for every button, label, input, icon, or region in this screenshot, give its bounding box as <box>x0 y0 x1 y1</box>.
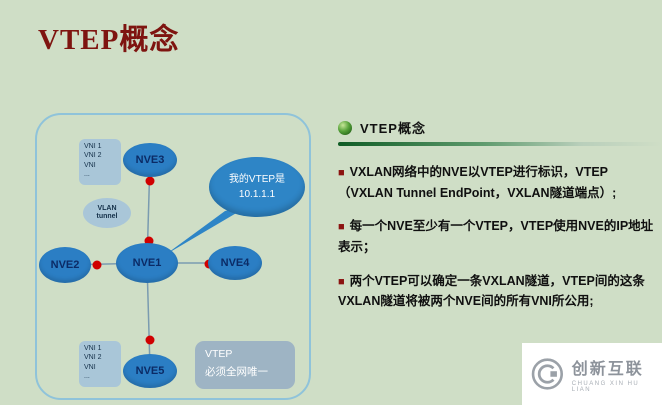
watermark-subtitle: CHUANG XIN HU LIAN <box>571 381 640 393</box>
callout-line: 10.1.1.1 <box>238 189 276 200</box>
vtep-dot <box>92 260 102 270</box>
bullet-text: VXLAN网络中的NVE以VTEP进行标识，VTEP（VXLAN Tunnel … <box>338 165 617 200</box>
green-sphere-icon <box>338 120 352 135</box>
vni-line: VNI 2 <box>84 152 102 160</box>
node-nve5: NVE5 <box>123 354 177 388</box>
content-panel: VTEP概念 ■VXLAN网络中的NVE以VTEP进行标识，VTEP（VXLAN… <box>338 118 662 325</box>
page-title: VTEP概念 <box>38 24 180 56</box>
watermark-brand: 创新互联 <box>571 361 644 378</box>
bullet-square-icon: ■ <box>338 167 345 179</box>
node-nve3: NVE3 <box>123 143 177 177</box>
node-nve4: NVE4 <box>208 246 262 280</box>
vni-list-bottom: VNI 1 VNI 2 VNI ... <box>79 341 121 387</box>
vni-list-top: VNI 1 VNI 2 VNI ... <box>79 139 121 185</box>
vtep-callout-bubble: 我的VTEP是 10.1.1.1 <box>209 157 305 217</box>
watermark: 创新互联 CHUANG XIN HU LIAN <box>522 343 662 405</box>
note-line: 必须全网唯一 <box>205 365 268 378</box>
callout-tail <box>165 205 250 255</box>
vtep-dot <box>145 335 155 345</box>
note-line: VTEP <box>205 348 233 360</box>
vni-line: VNI 1 <box>84 143 102 150</box>
vni-line: VNI <box>84 161 96 169</box>
bullet-item: ■VXLAN网络中的NVE以VTEP进行标识，VTEP（VXLAN Tunnel… <box>338 162 662 203</box>
network-diagram: NVE3 NVE2 NVE1 NVE4 NVE5 VNI 1 VNI 2 VNI… <box>35 113 311 400</box>
bullet-text: 两个VTEP可以确定一条VXLAN隧道，VTEP间的这条VXLAN隧道将被两个N… <box>338 273 645 309</box>
bullet-text: 每一个NVE至少有一个VTEP，VTEP使用NVE的IP地址表示； <box>338 219 654 254</box>
callout-line: 我的VTEP是 <box>228 174 286 185</box>
header-underline <box>338 142 662 146</box>
watermark-logo-icon <box>531 358 563 390</box>
bullet-item: ■每一个NVE至少有一个VTEP，VTEP使用NVE的IP地址表示； <box>338 216 662 257</box>
section-title: VTEP概念 <box>360 121 426 136</box>
vni-line: ... <box>84 373 90 381</box>
bullet-square-icon: ■ <box>338 275 345 288</box>
bullet-item: ■两个VTEP可以确定一条VXLAN隧道，VTEP间的这条VXLAN隧道将被两个… <box>338 271 662 312</box>
vtep-dot <box>145 176 155 186</box>
node-nve1: NVE1 <box>116 243 178 283</box>
watermark-text: 创新互联 CHUANG XIN HU LIAN <box>572 355 654 393</box>
vni-line: VNI 1 <box>84 345 102 352</box>
vlan-tunnel-label: VLAN tunnel <box>83 198 131 228</box>
vni-line: VNI 2 <box>84 354 102 362</box>
vtep-unique-note: VTEP 必须全网唯一 <box>195 341 295 389</box>
vni-line: VNI <box>84 363 96 371</box>
node-nve2: NVE2 <box>39 247 91 283</box>
vni-line: ... <box>84 171 90 179</box>
content-header: VTEP概念 <box>338 118 662 137</box>
bullet-list: ■VXLAN网络中的NVE以VTEP进行标识，VTEP（VXLAN Tunnel… <box>338 162 662 312</box>
bullet-square-icon: ■ <box>338 221 345 234</box>
